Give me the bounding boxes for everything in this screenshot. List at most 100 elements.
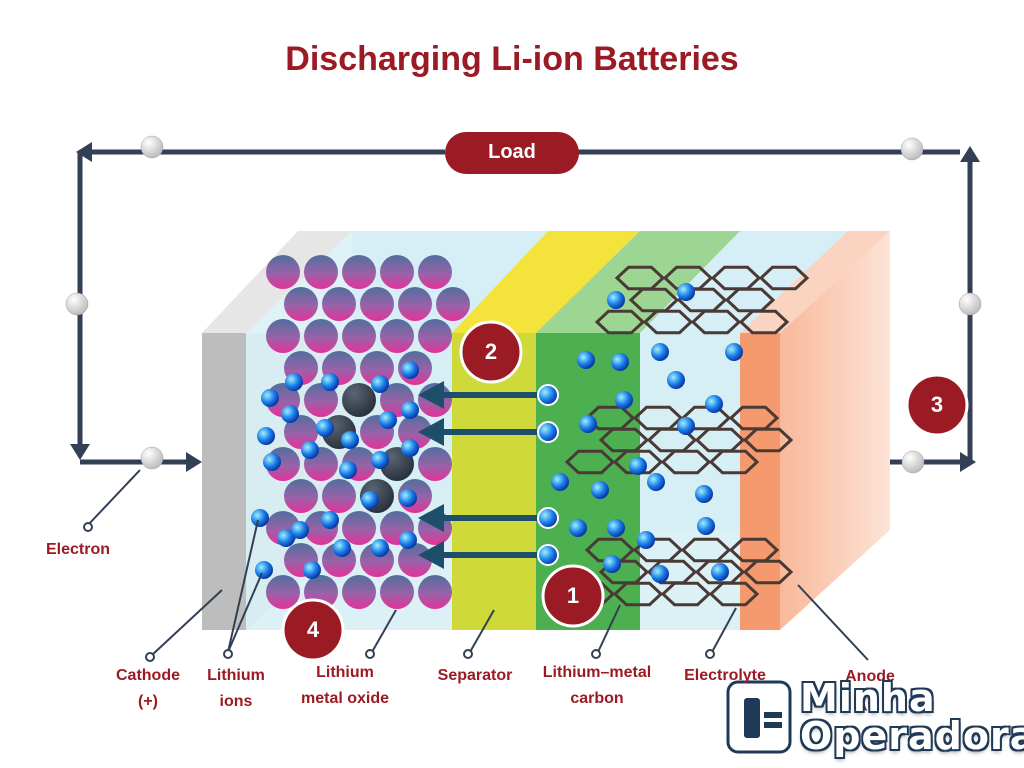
graphite-hexagon: [660, 581, 712, 607]
load-pill: [445, 132, 579, 174]
graphite-hexagon: [708, 449, 760, 475]
oxide-sphere: [360, 351, 394, 385]
lithium-ion: [577, 351, 595, 369]
oxide-sphere: [380, 319, 414, 353]
lithium-ion: [637, 531, 655, 549]
step-3-badge: [905, 373, 969, 437]
anode-label: Anode (-): [845, 668, 895, 711]
step-1-badge: [541, 564, 605, 628]
lithium-ion: [321, 511, 339, 529]
oxide-sphere: [342, 319, 376, 353]
ion-flow-arrowhead: [418, 381, 444, 409]
lithium-metal-oxide-label: Lithium metal oxide: [300, 664, 390, 707]
lithium-ion: [607, 291, 625, 309]
lithium-ion: [316, 419, 334, 437]
lithium-ion: [257, 427, 275, 445]
lithium-ion: [651, 565, 669, 583]
graphite-hexagon: [612, 581, 664, 607]
lithium-ion: [705, 395, 723, 413]
lithium-ion: [399, 489, 417, 507]
wire-arrowheads: [70, 142, 980, 472]
lithium-ion: [261, 389, 279, 407]
lithium-ion: [695, 485, 713, 503]
oxide-sphere: [342, 383, 376, 417]
graphite-hexagon: [564, 449, 616, 475]
step-2-badge: [459, 320, 523, 384]
oxide-sphere: [418, 255, 452, 289]
electron-label: Electron: [45, 541, 110, 558]
oxide-sphere: [398, 543, 432, 577]
lithium-ion: [379, 411, 397, 429]
minha-operadora-logo-icon: [726, 680, 792, 754]
oxide-sphere: [380, 575, 414, 609]
lithium-ion: [611, 353, 629, 371]
oxide-sphere: [398, 287, 432, 321]
lithium-ion: [281, 405, 299, 423]
oxide-sphere: [380, 255, 414, 289]
lithium-ion: [333, 539, 351, 557]
oxide-sphere: [342, 511, 376, 545]
oxide-sphere: [266, 319, 300, 353]
lithium-ion: [339, 461, 357, 479]
lithium-ion: [537, 507, 559, 529]
step-2-number: 2: [484, 339, 498, 364]
lithium-ion: [579, 415, 597, 433]
watermark-line-2: Operadora: [800, 714, 1024, 758]
graphite-hexagon: [738, 309, 790, 335]
lithium-ion: [341, 431, 359, 449]
oxide-sphere: [342, 575, 376, 609]
lithium-ion: [277, 529, 295, 547]
lithium-ion: [711, 563, 729, 581]
graphite-hexagon: [742, 427, 794, 453]
oxide-sphere: [418, 319, 452, 353]
lithium-ion: [537, 421, 559, 443]
ion-flow-arrowhead: [418, 418, 444, 446]
carbon-top: [536, 231, 740, 333]
oxide-sphere: [284, 479, 318, 513]
oxide-sphere: [304, 383, 338, 417]
leader-lines: [83, 469, 869, 662]
graphite-hexagon: [612, 449, 664, 475]
anode-side: [780, 231, 890, 630]
lithium-ion: [371, 539, 389, 557]
electron-particle: [140, 446, 164, 470]
lithium-ions-label: Lithium ions: [207, 667, 265, 710]
ion-flow-arrows: [418, 381, 559, 569]
electrolyte-label: Electrolyte: [684, 667, 766, 684]
lithium-ion: [251, 509, 269, 527]
graphite-hexagon: [758, 265, 810, 291]
lithium-ion: [667, 371, 685, 389]
oxide-sphere: [360, 287, 394, 321]
oxide-sphere: [304, 255, 338, 289]
step-4-badge: [281, 598, 345, 662]
step-1-number: 1: [566, 583, 580, 608]
ion-flow-arrowhead: [418, 541, 444, 569]
graphite-hexagon: [742, 559, 794, 585]
oxide-sphere: [322, 479, 356, 513]
lithium-ion: [677, 417, 695, 435]
electron-particle: [901, 450, 925, 474]
graphite-hexagon: [690, 309, 742, 335]
watermark-line-1: Minha: [800, 676, 936, 720]
electrons: [65, 135, 982, 474]
lithium-ion: [615, 391, 633, 409]
oxide-sphere: [304, 319, 338, 353]
lithium-ion: [401, 439, 419, 457]
oxide-sphere: [322, 287, 356, 321]
lithium-ion: [647, 473, 665, 491]
oxide-sphere: [342, 255, 376, 289]
electron-particle: [65, 292, 89, 316]
lithium-ion: [537, 384, 559, 406]
lithium-ion: [371, 375, 389, 393]
cathode-plate: [202, 333, 246, 630]
cathode-label: Cathode (+): [116, 667, 180, 710]
lithium-ion: [551, 473, 569, 491]
lithium-ion: [697, 517, 715, 535]
oxide-sphere: [418, 575, 452, 609]
oxide-sphere: [284, 415, 318, 449]
anode-top: [740, 231, 890, 333]
step-3-number: 3: [930, 392, 944, 417]
lithium-ion: [291, 521, 309, 539]
graphite-hexagon: [708, 581, 760, 607]
